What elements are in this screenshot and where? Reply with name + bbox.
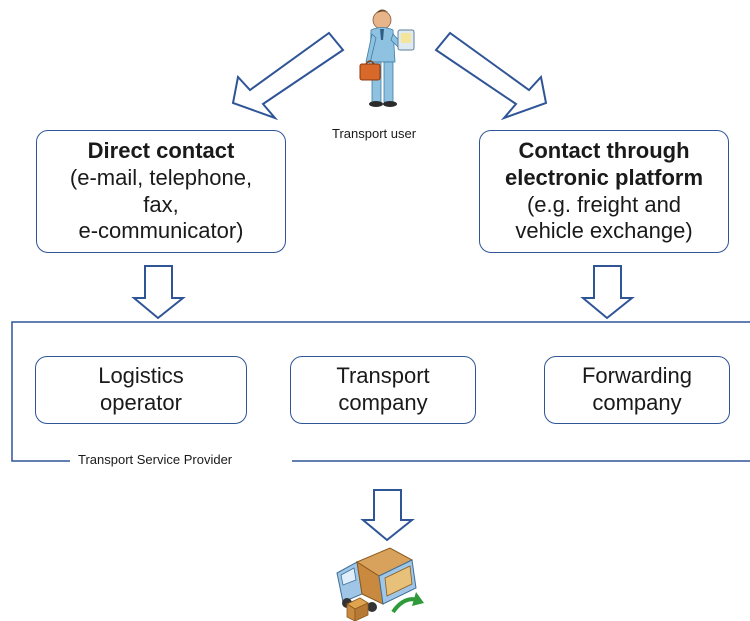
platform-contact-title-2: electronic platform: [504, 164, 704, 190]
provider-group-frame: [11, 321, 750, 462]
provider-line-2: company: [338, 390, 428, 415]
arrow-down-right: [434, 31, 548, 121]
direct-contact-line-2: fax,: [143, 191, 179, 217]
direct-contact-title: Direct contact: [87, 137, 235, 163]
provider-box-transport-company: Transport company: [290, 356, 476, 424]
platform-contact-title-1: Contact through: [518, 137, 690, 163]
provider-line-1: Forwarding: [581, 363, 693, 389]
provider-line-2: operator: [100, 390, 182, 415]
platform-contact-box: Contact through electronic platform (e.g…: [479, 130, 729, 253]
direct-contact-line-3: e-communicator): [78, 218, 244, 244]
arrow-down-center: [360, 489, 415, 542]
platform-contact-line-2: vehicle exchange): [515, 218, 693, 244]
platform-contact-line-1: (e.g. freight and: [526, 191, 682, 217]
arrow-down-left: [231, 31, 345, 121]
person-with-briefcase-icon: [359, 9, 415, 107]
transport-user-label: Transport user: [332, 126, 417, 141]
provider-line-2: company: [592, 390, 682, 415]
provider-box-forwarding-company: Forwarding company: [544, 356, 730, 424]
provider-box-logistics-operator: Logistics operator: [35, 356, 247, 424]
direct-contact-box: Direct contact (e-mail, telephone, fax, …: [36, 130, 286, 253]
provider-line-1: Transport: [336, 363, 430, 389]
provider-line-1: Logistics: [98, 363, 184, 389]
arrow-down-left-column: [131, 265, 186, 320]
delivery-truck-icon: [336, 547, 424, 621]
arrow-down-right-column: [580, 265, 635, 320]
direct-contact-line-1: (e-mail, telephone,: [69, 164, 253, 190]
provider-group-label: Transport Service Provider: [73, 452, 238, 467]
